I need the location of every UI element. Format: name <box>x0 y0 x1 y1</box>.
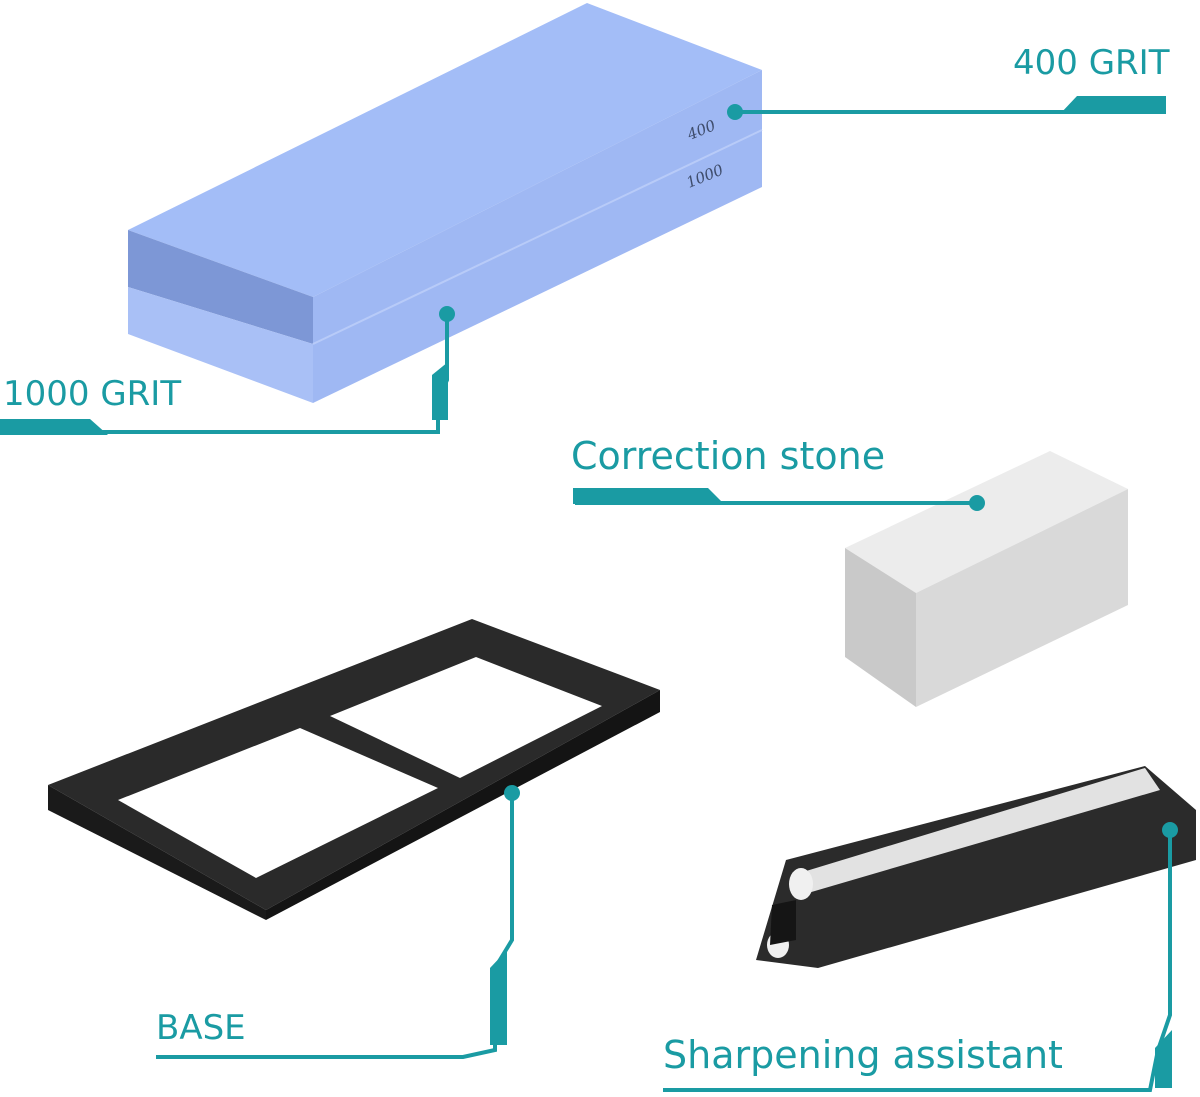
base-frame-side-right <box>266 690 660 920</box>
base-frame-opening-left <box>118 728 438 878</box>
callout-bar-correction-stone <box>573 488 724 504</box>
callout-bar-sharpening-riser <box>1155 1030 1172 1088</box>
whetstone-front-lower-face <box>128 287 313 403</box>
sharpening-assistant-top-rod <box>793 768 1160 893</box>
sharpening-assistant-groove <box>770 900 796 945</box>
sharpening-assistant-body <box>756 766 1196 968</box>
label-1000-grit: 1000 GRIT <box>3 374 182 414</box>
sharpening-assistant <box>756 766 1196 968</box>
whetstone: 400 1000 <box>128 3 763 403</box>
sharpening-assistant-rod-end <box>789 868 813 900</box>
label-400-grit: 400 GRIT <box>1013 43 1170 83</box>
correction-stone-front-face <box>845 548 916 707</box>
filled-circle-icon <box>969 495 985 511</box>
base-frame-side-front <box>48 785 266 920</box>
correction-stone-right-face <box>916 489 1128 707</box>
label-sharpening-assistant: Sharpening assistant <box>663 1033 1063 1077</box>
filled-circle-icon <box>1162 822 1178 838</box>
callout-bar-1000-grit-riser <box>432 362 448 420</box>
whetstone-top-face <box>128 3 762 297</box>
callout-bar-base-riser <box>490 950 507 1045</box>
whetstone-grit-seam <box>312 129 763 345</box>
whetstone-front-upper-face <box>128 230 313 344</box>
filled-circle-icon <box>439 306 455 322</box>
base-frame <box>48 619 660 920</box>
correction-stone <box>845 451 1128 707</box>
callout-dots <box>439 104 1178 838</box>
callout-bars <box>0 96 1172 1088</box>
correction-stone-top-face <box>845 451 1128 593</box>
filled-circle-icon <box>504 785 520 801</box>
base-frame-opening-right <box>330 657 602 778</box>
callout-bar-1000-grit <box>0 419 108 435</box>
callout-bar-400-grit <box>1060 96 1166 114</box>
filled-circle-icon <box>727 104 743 120</box>
label-base: BASE <box>156 1008 246 1048</box>
label-correction-stone: Correction stone <box>571 434 886 478</box>
